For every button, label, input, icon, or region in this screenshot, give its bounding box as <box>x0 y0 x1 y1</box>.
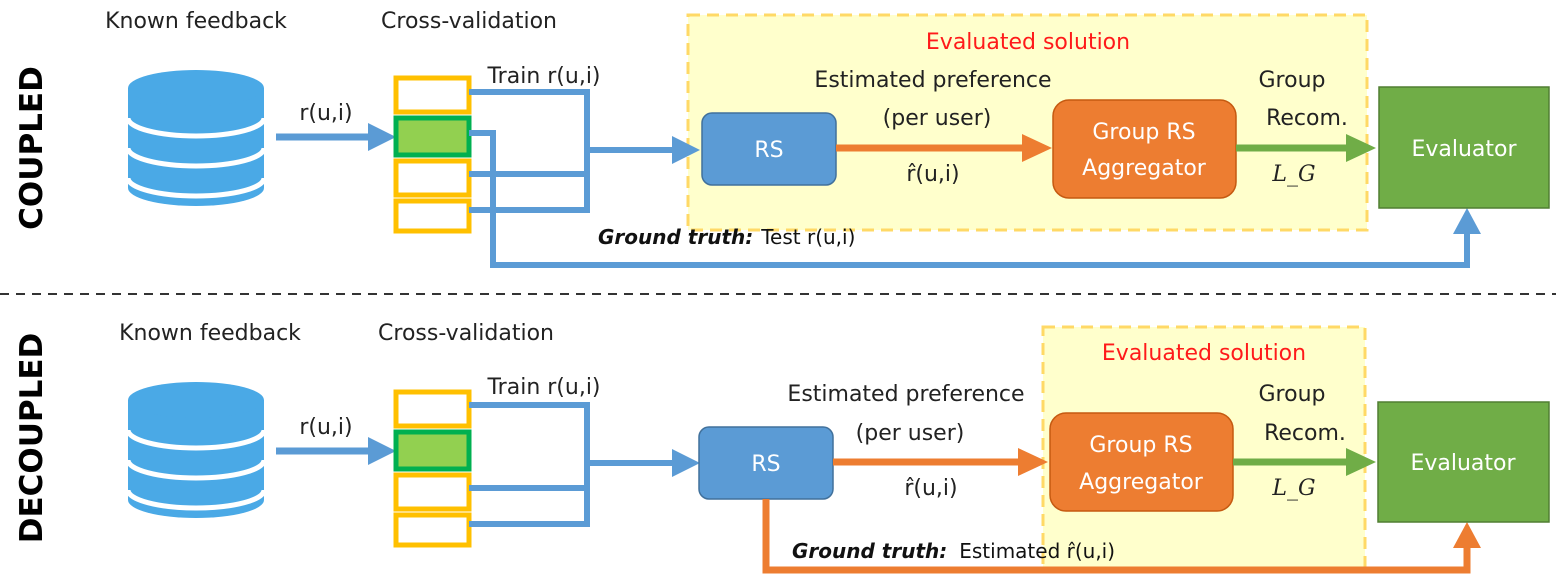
recom-arrowhead <box>1346 134 1376 162</box>
evaluated-solution-title: Evaluated solution <box>1102 341 1306 366</box>
cross-validation-label: Cross-validation <box>378 321 554 346</box>
evaluator-label: Evaluator <box>1410 451 1516 476</box>
train-connectors <box>469 89 674 213</box>
rhat-label: r̂(u,i) <box>906 162 959 187</box>
group-recom-line2: Recom. <box>1266 106 1348 131</box>
section-title: DECOUPLED <box>14 333 50 544</box>
estimated-pref-line1: Estimated preference <box>814 68 1051 93</box>
estimate-arrowhead <box>1022 134 1052 162</box>
database-icon <box>125 70 267 206</box>
lg-label: L_G <box>1271 476 1315 501</box>
evaluated-solution-title: Evaluated solution <box>926 30 1130 55</box>
test-arrowhead <box>1453 208 1481 234</box>
train-label: Train r(u,i) <box>486 64 600 89</box>
train-connectors <box>469 402 674 527</box>
aggregator-box <box>1049 412 1234 512</box>
estimate-arrowhead <box>1018 448 1048 476</box>
input-arrowhead <box>368 437 396 465</box>
estimated-pref-line2: (per user) <box>856 421 965 446</box>
ground-truth-label: Ground truth:Test r(u,i) <box>598 225 855 249</box>
test-line <box>469 130 1470 268</box>
input-label: r(u,i) <box>299 415 352 440</box>
rs-label: RS <box>751 452 780 477</box>
estimated-pref-line2: (per user) <box>883 106 992 131</box>
known-feedback-label: Known feedback <box>119 321 301 346</box>
estimated-truth-arrowhead <box>1453 522 1481 548</box>
rhat-label: r̂(u,i) <box>904 476 957 501</box>
lg-label: L_G <box>1271 162 1315 187</box>
input-label: r(u,i) <box>299 101 352 126</box>
recom-arrowhead <box>1346 448 1376 476</box>
aggregator-box <box>1052 99 1237 199</box>
group-recom-line1: Group <box>1259 382 1326 407</box>
estimated-pref-line1: Estimated preference <box>787 382 1024 407</box>
rs-label: RS <box>754 138 783 163</box>
aggregator-line2: Aggregator <box>1079 470 1204 495</box>
evaluator-box <box>1377 401 1550 523</box>
cv-folds <box>393 389 472 548</box>
input-arrowhead <box>368 123 396 151</box>
cross-validation-label: Cross-validation <box>381 9 557 34</box>
train-label: Train r(u,i) <box>486 375 600 400</box>
group-recom-line1: Group <box>1259 68 1326 93</box>
rs-input-arrowhead <box>672 449 700 477</box>
rs-input-arrowhead <box>672 136 700 164</box>
ground-truth-label: Ground truth:Estimated r̂(u,i) <box>792 539 1115 563</box>
evaluator-label: Evaluator <box>1411 137 1517 162</box>
known-feedback-label: Known feedback <box>105 9 287 34</box>
aggregator-line2: Aggregator <box>1082 156 1207 181</box>
coupled-section: Evaluated solution COUPLED Known feedbac… <box>14 9 1550 268</box>
evaluator-box <box>1378 86 1550 209</box>
section-title: COUPLED <box>14 66 50 230</box>
aggregator-line1: Group RS <box>1089 433 1192 458</box>
decoupled-section: Evaluated solution DECOUPLED Known feedb… <box>14 321 1550 574</box>
database-icon <box>125 382 267 518</box>
group-recom-line2: Recom. <box>1264 421 1346 446</box>
cv-folds <box>393 75 472 234</box>
aggregator-line1: Group RS <box>1092 120 1195 145</box>
estimated-truth-line <box>762 499 1471 574</box>
